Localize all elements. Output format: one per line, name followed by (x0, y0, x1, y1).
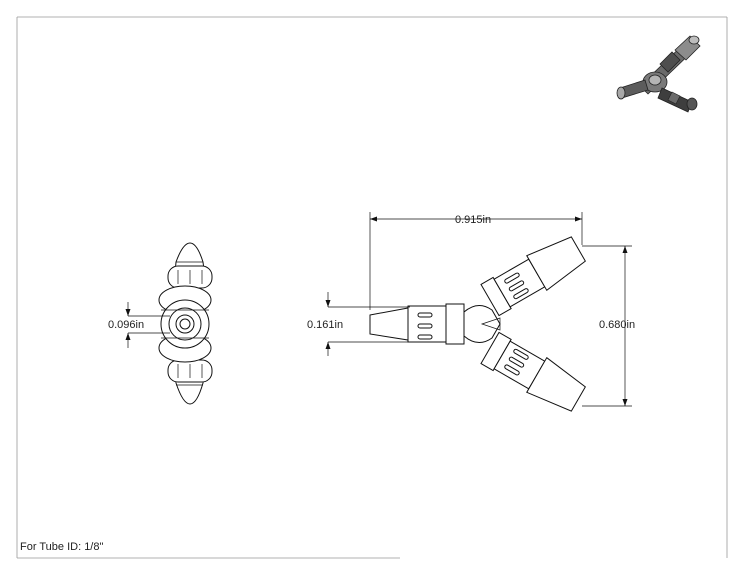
dim-label-inner-diameter: 0.096in (108, 319, 144, 331)
dim-overall-length: 0.915in (369, 212, 583, 310)
drawing-border (16, 16, 728, 559)
dim-label-overall-height: 0.680in (599, 319, 635, 331)
side-view (369, 236, 586, 412)
dim-label-overall-length: 0.915in (455, 214, 491, 226)
tube-id-caption: For Tube ID: 1/8" (20, 541, 104, 553)
dim-inner-diameter: 0.096in (108, 302, 170, 348)
dim-overall-height: 0.680in (582, 245, 635, 407)
iso-view-render (616, 35, 701, 113)
dim-outer-diameter: 0.161in (307, 292, 410, 356)
dim-label-outer-diameter: 0.161in (307, 319, 343, 331)
end-view (158, 242, 213, 405)
